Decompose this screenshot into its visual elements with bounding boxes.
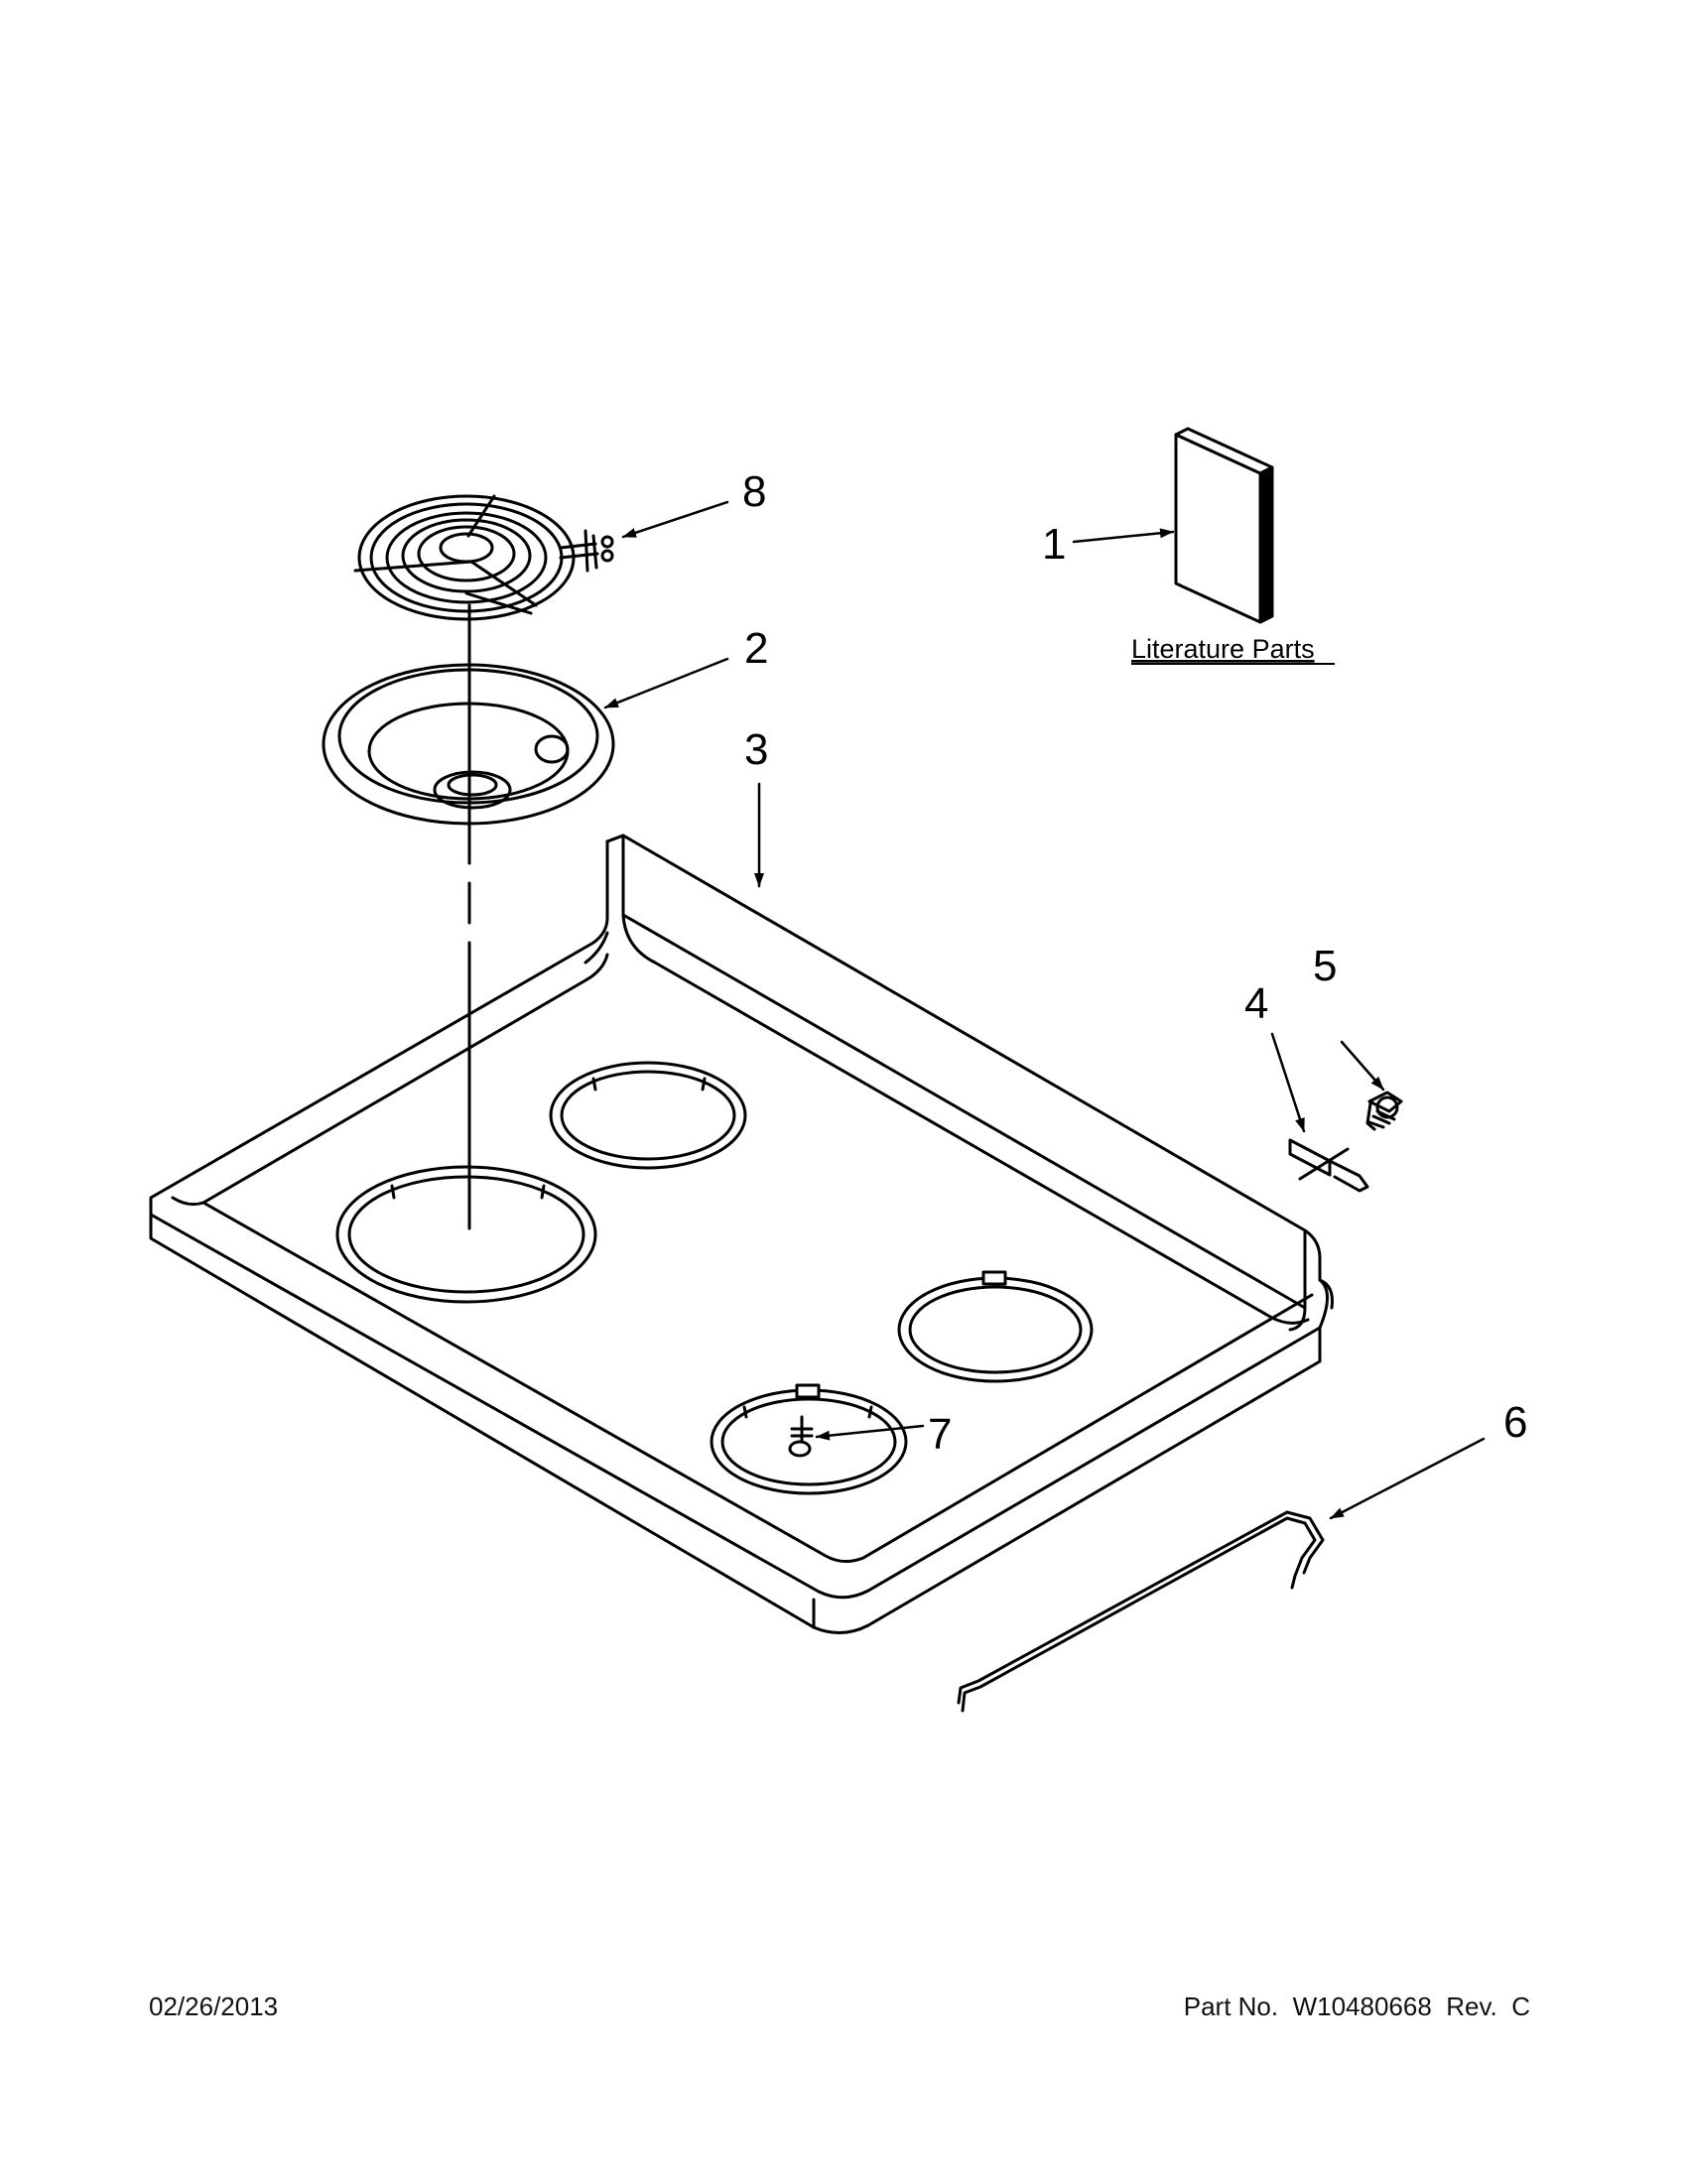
callout-6: 6	[1503, 1398, 1527, 1447]
callout-8: 8	[742, 467, 766, 516]
coil-element	[353, 494, 614, 621]
burner-opening-rear-right	[897, 1270, 1094, 1383]
footer-date: 02/26/2013	[149, 1991, 279, 2021]
burner-opening-front-left	[335, 1165, 597, 1304]
cooktop-panel	[149, 834, 1334, 1634]
leader-arrows	[603, 500, 1486, 1520]
literature-parts-label: Literature Parts	[1131, 634, 1315, 664]
callout-1: 1	[1042, 520, 1066, 569]
footer-part-number: Part No. W10480668 Rev. C	[1183, 1991, 1530, 2021]
screw	[1365, 1091, 1403, 1131]
burner-opening-front-right	[710, 1383, 908, 1495]
trim-screw	[788, 1415, 814, 1458]
callout-7: 7	[928, 1410, 952, 1459]
burner-opening-rear-left	[549, 1061, 747, 1170]
callout-5: 5	[1313, 942, 1337, 990]
callout-4: 4	[1244, 979, 1268, 1028]
literature-booklet	[1174, 427, 1274, 624]
callout-3: 3	[744, 725, 768, 774]
anti-tip-bracket	[1288, 1138, 1369, 1193]
lock-rod	[957, 1510, 1325, 1713]
callout-2: 2	[744, 624, 768, 673]
